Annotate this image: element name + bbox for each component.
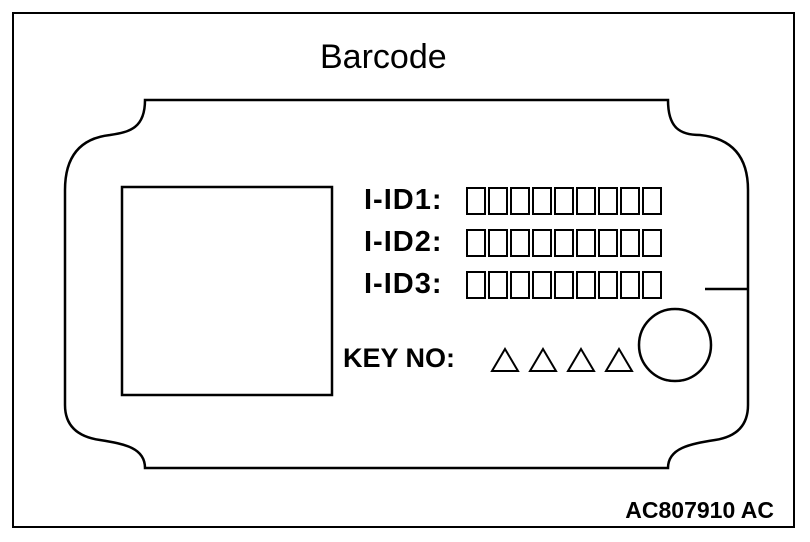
reference-code: AC807910 AC (625, 497, 774, 523)
id-char-box (532, 271, 552, 299)
id-boxes-1 (466, 187, 662, 215)
id-char-box (554, 271, 574, 299)
id-char-box (488, 271, 508, 299)
id-char-box (466, 271, 486, 299)
id-char-box (620, 187, 640, 215)
barcode-box (120, 185, 334, 397)
id-char-box (576, 271, 596, 299)
id-char-box (510, 271, 530, 299)
id-char-box (598, 187, 618, 215)
figure-frame (12, 12, 795, 528)
key-triangle-icon (490, 347, 520, 372)
id-char-box (532, 187, 552, 215)
id-char-box (554, 229, 574, 257)
id-char-box (576, 229, 596, 257)
key-triangle-icon (566, 347, 596, 372)
key-no-label: KEY NO: (343, 343, 456, 373)
key-circle (637, 307, 713, 383)
id-boxes-2 (466, 229, 662, 257)
id-char-box (642, 271, 662, 299)
id-char-box (598, 271, 618, 299)
id-char-box (510, 229, 530, 257)
id-char-box (488, 229, 508, 257)
key-triangle-icon (528, 347, 558, 372)
id-char-box (466, 229, 486, 257)
id-char-box (466, 187, 486, 215)
id-char-box (620, 229, 640, 257)
key-triangles (490, 347, 634, 373)
id-char-box (620, 271, 640, 299)
id-char-box (488, 187, 508, 215)
card-outline (63, 98, 750, 470)
barcode-title: Barcode (320, 38, 447, 76)
id-char-box (554, 187, 574, 215)
id-char-box (642, 187, 662, 215)
key-triangle-icon (604, 347, 634, 372)
id-label-2: I-ID2: (364, 226, 443, 258)
id-label-1: I-ID1: (364, 184, 443, 216)
id-char-box (598, 229, 618, 257)
id-char-box (576, 187, 596, 215)
id-boxes-3 (466, 271, 662, 299)
id-label-3: I-ID3: (364, 268, 443, 300)
id-char-box (532, 229, 552, 257)
id-char-box (642, 229, 662, 257)
id-char-box (510, 187, 530, 215)
